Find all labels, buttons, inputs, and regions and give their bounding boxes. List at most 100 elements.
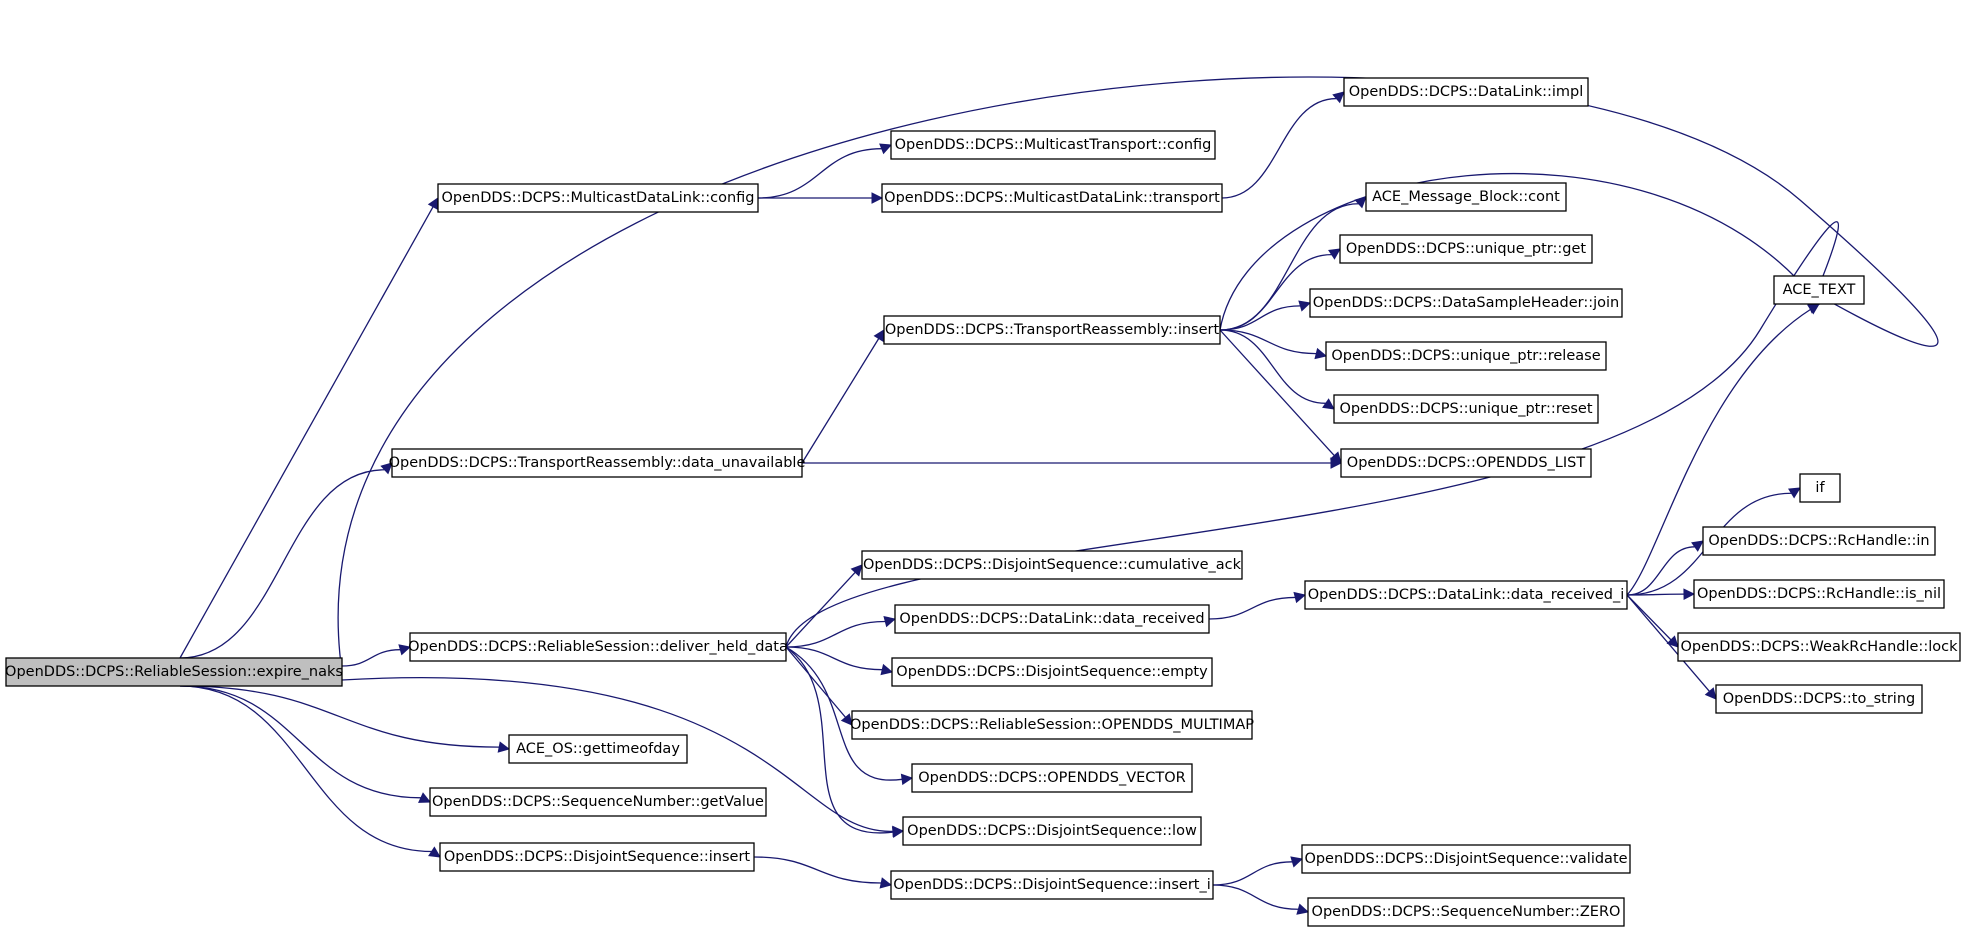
edge-arrowhead bbox=[418, 792, 432, 803]
edge-arrowhead bbox=[1290, 856, 1304, 868]
edge-arrowhead bbox=[880, 663, 894, 676]
node-label: OpenDDS::DCPS::TransportReassembly::data… bbox=[389, 455, 806, 471]
edge-line bbox=[1626, 593, 1685, 596]
node-reliablesession-opendds-multimap[interactable]: OpenDDS::DCPS::ReliableSession::OPENDDS_… bbox=[850, 710, 1254, 740]
edge-tr_insert-to-up_release bbox=[1219, 329, 1328, 360]
node-reliablesession-deliver-held-data[interactable]: OpenDDS::DCPS::ReliableSession::deliver_… bbox=[408, 632, 788, 662]
edge-tr_insert-to-up_reset bbox=[1219, 329, 1335, 410]
edge-rs_deliver_held_data-to-ds_low bbox=[785, 646, 905, 838]
node-label: OpenDDS::DCPS::MulticastDataLink::transp… bbox=[884, 190, 1220, 206]
node-disjointsequence-cumulative-ack[interactable]: OpenDDS::DCPS::DisjointSequence::cumulat… bbox=[861, 550, 1243, 580]
node-opendds-vector[interactable]: OpenDDS::DCPS::OPENDDS_VECTOR bbox=[911, 763, 1193, 793]
node-ace-message-block-cont[interactable]: ACE_Message_Block::cont bbox=[1365, 182, 1567, 212]
node-label: OpenDDS::DCPS::DataLink::impl bbox=[1349, 84, 1584, 100]
edge-arrowhead bbox=[1704, 687, 1717, 700]
node-expire-naks[interactable]: OpenDDS::DCPS::ReliableSession::expire_n… bbox=[5, 657, 343, 687]
node-sequencenumber-zero[interactable]: OpenDDS::DCPS::SequenceNumber::ZERO bbox=[1307, 897, 1625, 927]
edge-line bbox=[753, 856, 882, 884]
node-label: OpenDDS::DCPS::unique_ptr::get bbox=[1346, 241, 1587, 257]
edge-arrowhead bbox=[1328, 248, 1341, 260]
node-label: OpenDDS::DCPS::RcHandle::in bbox=[1708, 533, 1929, 549]
node-datalink-data-received[interactable]: OpenDDS::DCPS::DataLink::data_received bbox=[894, 604, 1210, 634]
node-transportreassembly-data-unavailable[interactable]: OpenDDS::DCPS::TransportReassembly::data… bbox=[389, 448, 806, 478]
node-datalink-data-received-i[interactable]: OpenDDS::DCPS::DataLink::data_received_i bbox=[1304, 580, 1628, 610]
node-label: OpenDDS::DCPS::unique_ptr::release bbox=[1331, 348, 1600, 364]
edge-arrowhead bbox=[1666, 635, 1679, 648]
node-to-string[interactable]: OpenDDS::DCPS::to_string bbox=[1715, 684, 1923, 714]
node-label: OpenDDS::DCPS::RcHandle::is_nil bbox=[1697, 586, 1941, 602]
edge-line bbox=[1219, 305, 1301, 331]
nodes-layer: OpenDDS::DCPS::ReliableSession::expire_n… bbox=[5, 77, 1961, 927]
edge-tr_insert-to-opendds_list bbox=[1219, 329, 1342, 464]
node-label: OpenDDS::DCPS::ReliableSession::deliver_… bbox=[408, 639, 788, 655]
edge-line bbox=[785, 646, 847, 718]
edge-line bbox=[179, 469, 385, 659]
edge-arrowhead bbox=[428, 846, 441, 858]
edge-expire_naks-to-rs_deliver_held_data bbox=[341, 644, 412, 667]
node-multicast-transport-config[interactable]: OpenDDS::DCPS::MulticastTransport::confi… bbox=[890, 130, 1216, 160]
edge-line bbox=[1219, 329, 1317, 355]
node-label: OpenDDS::DCPS::DataLink::data_received bbox=[899, 611, 1204, 627]
edge-expire_naks-to-ds_insert bbox=[179, 685, 441, 858]
edge-line bbox=[1219, 329, 1335, 457]
node-label: OpenDDS::DCPS::DataSampleHeader::join bbox=[1313, 295, 1619, 311]
edge-line bbox=[1626, 308, 1811, 596]
edge-arrowhead bbox=[1332, 91, 1345, 104]
edge-line bbox=[179, 685, 421, 799]
node-label: OpenDDS::DCPS::DisjointSequence::insert_… bbox=[893, 877, 1211, 893]
node-multicast-datalink-transport[interactable]: OpenDDS::DCPS::MulticastDataLink::transp… bbox=[881, 183, 1223, 213]
node-transportreassembly-insert[interactable]: OpenDDS::DCPS::TransportReassembly::inse… bbox=[883, 315, 1221, 345]
edge-line bbox=[1221, 97, 1337, 199]
edge-tr_data_unavailable-to-opendds_list bbox=[802, 457, 1343, 469]
edge-arrowhead bbox=[1683, 588, 1696, 600]
node-unique-ptr-get[interactable]: OpenDDS::DCPS::unique_ptr::get bbox=[1339, 234, 1593, 264]
edge-dl_data_received_i-to-rch_in bbox=[1626, 540, 1704, 596]
edge-line bbox=[785, 646, 894, 834]
edge-line bbox=[1219, 172, 1814, 331]
edge-line bbox=[341, 649, 401, 667]
node-rchandle-in[interactable]: OpenDDS::DCPS::RcHandle::in bbox=[1702, 526, 1936, 556]
edge-arrowhead bbox=[1293, 591, 1307, 604]
node-disjointsequence-insert[interactable]: OpenDDS::DCPS::DisjointSequence::insert bbox=[439, 842, 755, 872]
node-if[interactable]: if bbox=[1799, 473, 1841, 503]
edge-line bbox=[1626, 546, 1695, 596]
node-disjointsequence-insert-i[interactable]: OpenDDS::DCPS::DisjointSequence::insert_… bbox=[890, 870, 1214, 900]
edge-arrowhead bbox=[1296, 903, 1310, 915]
edge-expire_naks-to-ace_os_gettimeofday bbox=[179, 685, 511, 753]
edge-line bbox=[179, 206, 434, 659]
edge-arrowhead bbox=[879, 877, 893, 889]
node-label: OpenDDS::DCPS::to_string bbox=[1723, 691, 1915, 707]
node-label: OpenDDS::DCPS::DataLink::data_received_i bbox=[1308, 587, 1625, 603]
node-rchandle-is-nil[interactable]: OpenDDS::DCPS::RcHandle::is_nil bbox=[1693, 579, 1945, 609]
node-ace-os-gettimeofday[interactable]: ACE_OS::gettimeofday bbox=[508, 734, 688, 764]
node-label: OpenDDS::DCPS::OPENDDS_VECTOR bbox=[918, 770, 1186, 786]
node-datasampleheader-join[interactable]: OpenDDS::DCPS::DataSampleHeader::join bbox=[1309, 288, 1623, 318]
node-label: OpenDDS::DCPS::ReliableSession::OPENDDS_… bbox=[850, 717, 1254, 733]
edge-line bbox=[1219, 253, 1332, 331]
edge-dl_data_received-to-dl_data_received_i bbox=[1208, 591, 1307, 620]
node-disjointsequence-empty[interactable]: OpenDDS::DCPS::DisjointSequence::empty bbox=[891, 657, 1213, 687]
edge-line bbox=[1626, 594, 1672, 641]
node-unique-ptr-reset[interactable]: OpenDDS::DCPS::unique_ptr::reset bbox=[1333, 394, 1599, 424]
node-disjointsequence-low[interactable]: OpenDDS::DCPS::DisjointSequence::low bbox=[902, 816, 1202, 846]
node-opendds-list[interactable]: OpenDDS::DCPS::OPENDDS_LIST bbox=[1340, 448, 1592, 478]
edge-rs_deliver_held_data-to-dl_data_received bbox=[785, 615, 897, 648]
node-sequencenumber-getvalue[interactable]: OpenDDS::DCPS::SequenceNumber::getValue bbox=[429, 787, 767, 817]
node-datalink-impl[interactable]: OpenDDS::DCPS::DataLink::impl bbox=[1343, 77, 1589, 107]
edge-arrowhead bbox=[1314, 347, 1328, 360]
edge-tr_insert-to-dsh_join bbox=[1219, 300, 1312, 331]
node-ace-text[interactable]: ACE_TEXT bbox=[1773, 275, 1865, 305]
edge-line bbox=[785, 646, 903, 781]
edge-ds_insert_i-to-ds_validate bbox=[1212, 856, 1304, 886]
edge-line bbox=[1212, 884, 1299, 910]
node-weakrchandle-lock[interactable]: OpenDDS::DCPS::WeakRcHandle::lock bbox=[1677, 632, 1961, 662]
node-multicast-datalink-config[interactable]: OpenDDS::DCPS::MulticastDataLink::config bbox=[437, 183, 759, 213]
node-unique-ptr-release[interactable]: OpenDDS::DCPS::unique_ptr::release bbox=[1325, 341, 1607, 371]
edge-line bbox=[785, 571, 856, 648]
node-disjointsequence-validate[interactable]: OpenDDS::DCPS::DisjointSequence::validat… bbox=[1301, 844, 1631, 874]
edge-ds_insert_i-to-sn_zero bbox=[1212, 884, 1310, 915]
node-label: ACE_Message_Block::cont bbox=[1372, 189, 1560, 205]
edge-dl_data_received_i-to-rch_is_nil bbox=[1626, 588, 1696, 600]
edge-expire_naks-to-sn_getvalue bbox=[179, 685, 432, 803]
